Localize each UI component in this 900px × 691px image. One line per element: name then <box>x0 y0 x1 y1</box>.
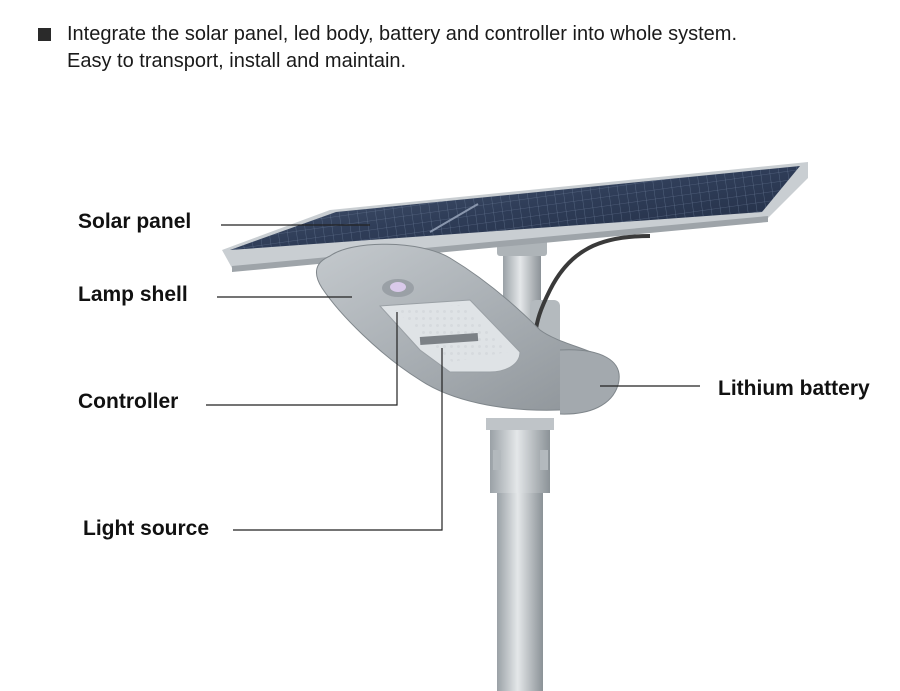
bullet-square-icon <box>38 28 51 41</box>
leader-lines <box>206 224 700 531</box>
solar-panel <box>222 162 808 272</box>
label-lithium-battery: Lithium battery <box>718 377 870 400</box>
label-lamp-shell: Lamp shell <box>78 283 188 306</box>
cable <box>533 234 651 336</box>
intro-text: Integrate the solar panel, led body, bat… <box>67 21 737 75</box>
leader-controller <box>206 312 398 406</box>
intro-line-1: Integrate the solar panel, led body, bat… <box>67 23 738 45</box>
leader-light-source <box>233 348 443 531</box>
label-light-source: Light source <box>83 517 210 540</box>
lamp-body <box>315 243 620 415</box>
label-solar-panel: Solar panel <box>78 210 192 233</box>
pole <box>486 418 554 691</box>
label-controller: Controller <box>78 390 179 413</box>
intro-line-2: Easy to transport, install and maintain. <box>67 50 407 72</box>
